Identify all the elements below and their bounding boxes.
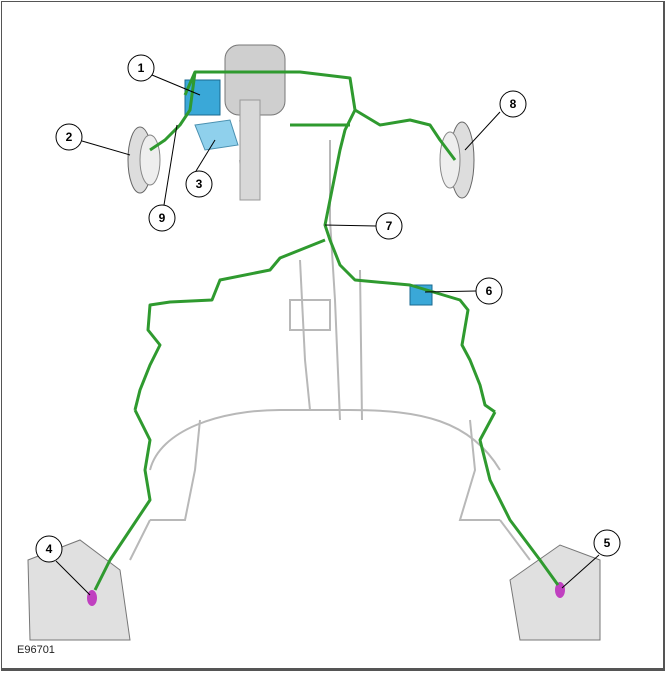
svg-text:5: 5 xyxy=(604,536,611,550)
svg-text:8: 8 xyxy=(510,97,517,111)
svg-text:6: 6 xyxy=(486,284,493,298)
svg-text:2: 2 xyxy=(66,130,73,144)
rear-left-brake xyxy=(27,539,131,641)
callout-1: 1 xyxy=(127,54,155,82)
callout-3: 3 xyxy=(185,170,213,198)
svg-text:1: 1 xyxy=(138,61,145,75)
svg-text:9: 9 xyxy=(159,211,166,225)
figure-id: E96701 xyxy=(17,644,55,656)
brake-lines xyxy=(93,70,560,591)
callout-9: 9 xyxy=(148,204,176,232)
svg-text:3: 3 xyxy=(196,177,203,191)
front-right-brake-disc xyxy=(439,121,475,199)
rear-right-brake xyxy=(509,544,601,641)
callout-5: 5 xyxy=(593,529,621,557)
rear-left-caliper xyxy=(87,590,97,606)
svg-text:4: 4 xyxy=(46,542,53,556)
master-cylinder-booster xyxy=(224,44,286,201)
svg-text:7: 7 xyxy=(386,219,393,233)
callout-4: 4 xyxy=(35,535,63,563)
brake-pedal-bracket xyxy=(194,119,239,151)
front-left-brake-disc xyxy=(127,126,161,194)
callout-2: 2 xyxy=(55,123,83,151)
callout-6: 6 xyxy=(475,277,503,305)
callout-leaders xyxy=(55,74,600,596)
callout-8: 8 xyxy=(499,90,527,118)
rear-right-caliper xyxy=(555,582,565,598)
callout-7: 7 xyxy=(375,212,403,240)
